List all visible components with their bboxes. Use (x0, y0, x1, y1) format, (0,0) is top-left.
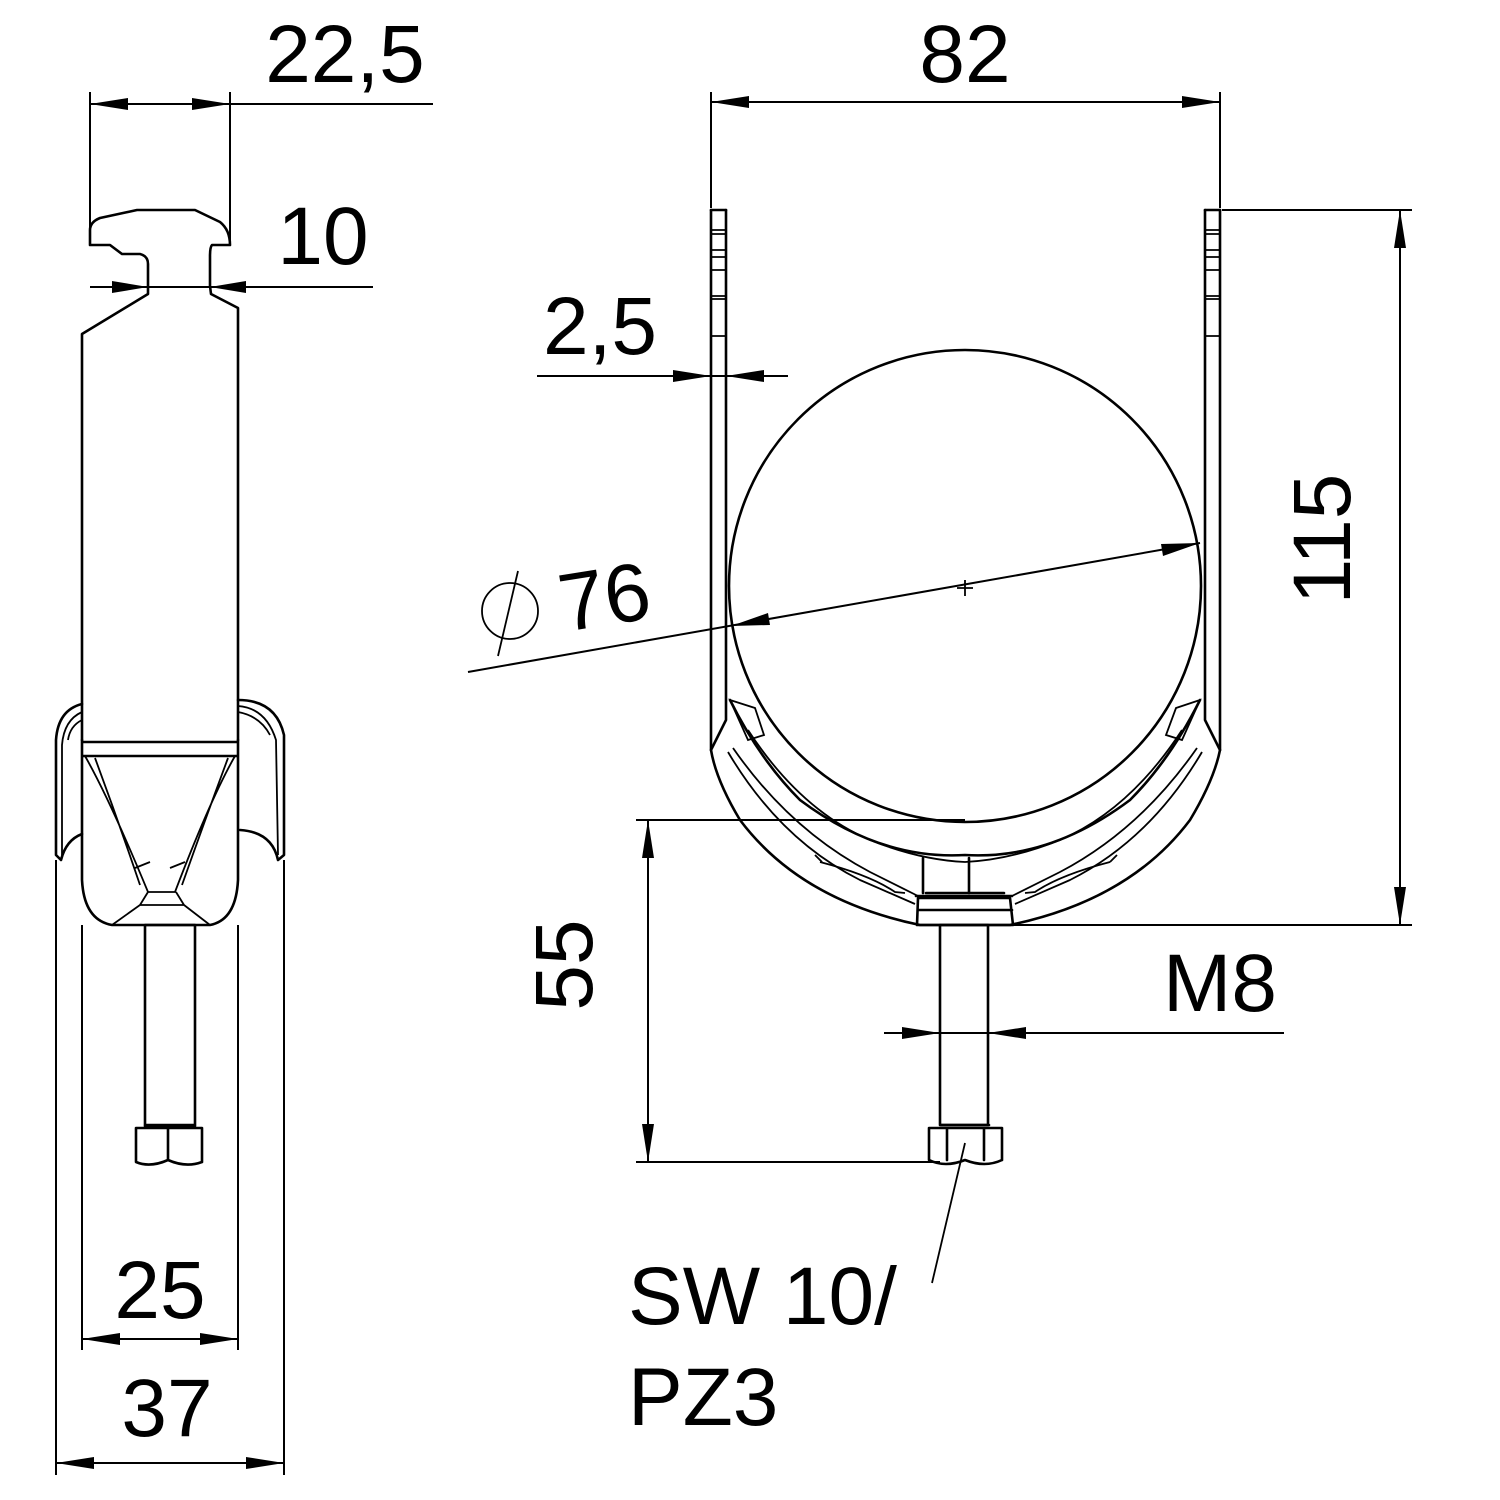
side-wing-right (236, 698, 286, 862)
front-cradle-inner (728, 698, 1202, 857)
front-cradle-outer (727, 747, 1203, 905)
side-t-head-outline (80, 208, 240, 742)
front-bolt-upper (921, 856, 971, 895)
side-v-shape (84, 755, 236, 926)
dimension-inner-width: 25 (82, 1245, 238, 1345)
dimension-overall-height: 115 (1010, 209, 1412, 926)
diameter-symbol-icon (481, 570, 539, 657)
dimension-outer-width: 37 (56, 1363, 284, 1469)
front-strap-inner (709, 208, 1222, 752)
dimension-overall-width: 82 (710, 9, 1221, 208)
front-strap-outer (709, 208, 1222, 927)
front-base-block (914, 891, 1015, 927)
front-pipe-circle (727, 348, 1203, 824)
callout-line-2: PZ3 (628, 1352, 778, 1443)
dimension-wall-thickness: 2,5 (537, 281, 788, 382)
dimension-bolt-height: 55 (519, 819, 965, 1163)
dimension-diameter: 76 (467, 542, 1201, 673)
dimension-label-overall-width: 82 (919, 9, 1010, 100)
front-cradle-fins (728, 698, 1202, 894)
side-wing-left (54, 702, 84, 862)
dimension-label-thread: M8 (1163, 938, 1277, 1029)
side-view (54, 208, 286, 1475)
dimension-label-bolt-height: 55 (519, 919, 610, 1010)
callout-wrench-size: SW 10/ PZ3 (628, 1142, 966, 1443)
callout-line-1: SW 10/ (628, 1251, 897, 1342)
dimension-top-width: 22,5 (89, 9, 433, 240)
side-wing-right-inner (237, 705, 279, 856)
front-bolt-nut (927, 1123, 1004, 1166)
dimension-label-outer-width: 37 (121, 1363, 212, 1454)
dimension-label-inner-width: 25 (114, 1245, 205, 1336)
side-clip-body (80, 738, 240, 927)
dimension-thread: M8 (884, 938, 1284, 1039)
dimension-label-neck-width: 10 (277, 191, 368, 282)
front-cradle-inner2 (747, 729, 1183, 863)
front-center-mark (957, 580, 973, 596)
side-wing-left-inner (61, 711, 83, 855)
dimension-label-overall-height: 115 (1277, 474, 1368, 605)
side-bolt-shaft (143, 923, 197, 1127)
front-bolt-shaft (938, 923, 990, 1127)
front-strap-ticks (711, 229, 1220, 337)
dimension-label-wall-thickness: 2,5 (543, 281, 657, 372)
dimension-neck-width: 10 (90, 191, 373, 293)
dimension-label-top-width: 22,5 (265, 9, 425, 100)
dimension-label-diameter: 76 (552, 545, 656, 649)
front-view (709, 208, 1222, 1166)
side-bolt-nut (134, 1124, 204, 1166)
